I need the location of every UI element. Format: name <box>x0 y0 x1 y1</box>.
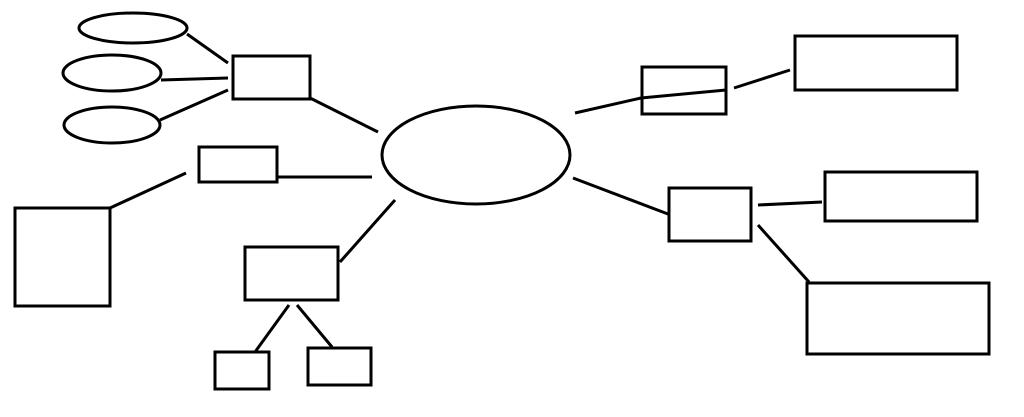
connector-line <box>186 32 229 65</box>
connector-line <box>160 76 229 82</box>
lower-left-box <box>243 245 340 302</box>
connector-line <box>572 176 669 216</box>
connector-line <box>338 199 397 263</box>
upper-left-oval-3 <box>62 105 162 145</box>
upper-left-oval-1 <box>77 11 189 45</box>
connector-line <box>757 200 823 207</box>
right-box-2 <box>805 281 991 356</box>
connector-line <box>309 96 379 134</box>
far-left-box <box>13 206 112 308</box>
right-box-1 <box>823 170 979 223</box>
connector-line <box>253 304 291 353</box>
upper-right-box <box>640 65 728 116</box>
connector-line <box>159 88 229 122</box>
upper-left-oval-2 <box>61 53 163 93</box>
connector-line <box>295 304 334 348</box>
bottom-box-1 <box>213 350 271 391</box>
upper-left-box <box>231 54 312 101</box>
top-right-box <box>793 34 959 92</box>
connector-line <box>109 171 187 210</box>
connector-line <box>574 96 642 115</box>
lower-right-box <box>667 186 753 243</box>
connector-line <box>756 223 811 284</box>
middle-left-box <box>197 145 279 184</box>
bottom-box-2 <box>306 346 373 387</box>
connector-line <box>640 88 727 100</box>
center-node <box>380 104 572 206</box>
connector-line <box>733 68 791 90</box>
